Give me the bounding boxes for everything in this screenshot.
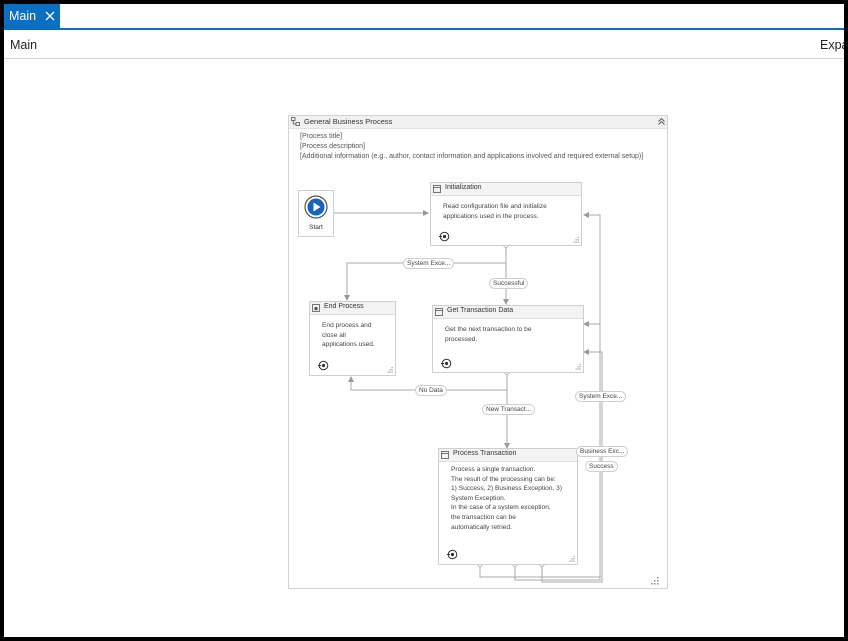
- state-process-transaction-header: Process Transaction: [439, 449, 577, 462]
- state-machine-icon: [291, 117, 300, 126]
- description-line: automatically retried.: [451, 523, 512, 531]
- description-line: In the case of a system exception,: [451, 504, 551, 512]
- designer-header: Main Expand All: [4, 30, 844, 59]
- description-line: The result of the processing can be:: [451, 475, 556, 483]
- description-line: Read configuration file and initialize: [443, 203, 547, 210]
- transition-process-get-success: [541, 349, 603, 583]
- state-initialization[interactable]: Initialization Read configuration file a…: [430, 182, 582, 246]
- state-get-transaction-data-header: Get Transaction Data: [433, 306, 583, 319]
- transition-label-new-transaction[interactable]: New Transact...: [482, 404, 536, 415]
- resize-handle-icon[interactable]: [575, 364, 581, 370]
- transition-label-system-exception-retry[interactable]: System Exce...: [575, 391, 627, 402]
- state-end-process[interactable]: End Process End process and close all ap…: [309, 301, 396, 376]
- tab-main-label: Main: [9, 9, 37, 23]
- state-machine-header: General Business Process: [289, 116, 667, 129]
- state-initialization-description: Read configuration file and initialize a…: [443, 202, 547, 221]
- description-line: applications used.: [322, 341, 375, 349]
- start-node[interactable]: Start: [298, 190, 334, 237]
- entry-action-icon[interactable]: [318, 360, 329, 371]
- annotation-description: [Process description]: [300, 143, 365, 150]
- state-process-transaction-description: Process a single transaction. The result…: [451, 465, 562, 532]
- description-line: Process a single transaction.: [451, 466, 536, 473]
- play-icon: [304, 195, 328, 219]
- transition-label-successful[interactable]: Successful: [489, 278, 529, 289]
- entry-action-icon[interactable]: [447, 549, 458, 560]
- resize-handle-icon[interactable]: [387, 367, 393, 373]
- resize-handle-icon[interactable]: [651, 577, 659, 585]
- state-get-transaction-data-description: Get the next transaction to be processed…: [445, 325, 532, 344]
- description-line: the transaction can be: [451, 513, 516, 521]
- tab-bar: Main: [4, 4, 844, 30]
- transition-init-end: [344, 246, 507, 301]
- description-line: close all: [322, 331, 346, 339]
- designer-canvas: General Business Process [Process title]…: [4, 59, 844, 637]
- state-end-process-header: End Process: [310, 302, 395, 315]
- resize-handle-icon[interactable]: [569, 556, 575, 562]
- state-icon: [435, 308, 443, 316]
- state-get-transaction-data-title: Get Transaction Data: [447, 307, 514, 314]
- start-label: Start: [309, 224, 323, 231]
- transition-label-system-exception[interactable]: System Exce...: [403, 258, 455, 269]
- annotation-additional-info: [Additional information (e.g., author, c…: [300, 153, 644, 160]
- state-initialization-header: Initialization: [431, 183, 581, 196]
- description-line: Get the next transaction to be: [445, 326, 532, 333]
- close-icon[interactable]: [44, 10, 56, 22]
- state-process-transaction[interactable]: Process Transaction Process a single tra…: [438, 448, 578, 565]
- state-icon: [441, 451, 449, 459]
- state-initialization-title: Initialization: [445, 184, 482, 191]
- description-line: processed.: [445, 335, 478, 343]
- description-line: applications used in the process.: [443, 212, 539, 220]
- tab-main[interactable]: Main: [4, 4, 60, 28]
- description-line: 1) Success, 2) Business Exception, 3): [451, 485, 563, 493]
- transition-process-get-business: [514, 321, 601, 581]
- collapse-icon[interactable]: [657, 117, 666, 126]
- transition-label-no-data[interactable]: No Data: [415, 385, 447, 396]
- state-icon: [433, 185, 441, 193]
- entry-action-icon[interactable]: [439, 231, 450, 242]
- description-line: End process and: [322, 322, 372, 329]
- entry-action-icon[interactable]: [441, 358, 452, 369]
- transition-label-success[interactable]: Success: [585, 461, 618, 472]
- state-machine-title: General Business Process: [304, 117, 393, 126]
- expand-all-link[interactable]: Expand All: [820, 38, 844, 52]
- annotation-title: [Process title]: [300, 133, 343, 140]
- state-get-transaction-data[interactable]: Get Transaction Data Get the next transa…: [432, 305, 584, 373]
- state-end-process-title: End Process: [324, 303, 364, 310]
- breadcrumb[interactable]: Main: [10, 38, 38, 52]
- state-machine-container[interactable]: General Business Process [Process title]…: [288, 115, 668, 589]
- state-end-process-description: End process and close all applications u…: [322, 321, 375, 350]
- transition-label-business-exception[interactable]: Business Exc...: [576, 446, 629, 457]
- designer-window: Main Main Expand All General Business Pr…: [4, 4, 844, 637]
- resize-handle-icon[interactable]: [573, 237, 579, 243]
- state-process-transaction-title: Process Transaction: [453, 450, 517, 457]
- description-line: System Exception.: [451, 494, 506, 502]
- final-state-icon: [312, 304, 320, 312]
